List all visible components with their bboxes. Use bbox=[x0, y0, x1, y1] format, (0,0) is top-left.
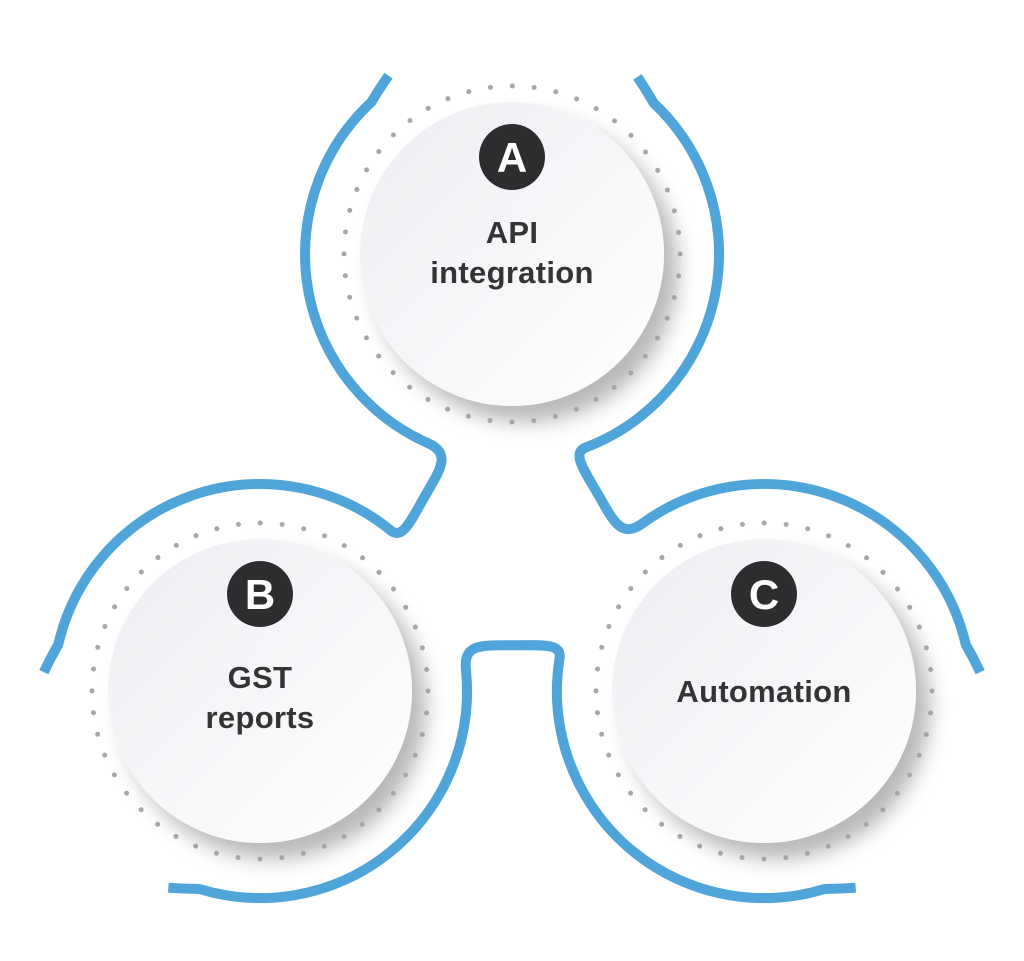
letter-badge bbox=[479, 124, 545, 190]
node-disc bbox=[108, 539, 412, 843]
node-disc bbox=[360, 102, 664, 406]
dotted-ring bbox=[89, 520, 431, 862]
node-label-line1: Automation bbox=[676, 674, 851, 709]
node-api-integration: A API integration bbox=[341, 83, 683, 425]
ribbon-strand-a-to-b bbox=[39, 72, 447, 675]
node-label-line2: integration bbox=[430, 255, 593, 290]
badge-letter: B bbox=[245, 571, 275, 618]
dotted-ring bbox=[341, 83, 683, 425]
letter-badge bbox=[731, 561, 797, 627]
ribbon bbox=[39, 72, 985, 904]
node-label-line1: API bbox=[486, 215, 539, 250]
node-label-line1: GST bbox=[228, 660, 293, 695]
node-disc bbox=[612, 539, 916, 843]
node-automation: C Automation bbox=[593, 520, 935, 862]
dotted-ring bbox=[593, 520, 935, 862]
badge-letter: C bbox=[749, 571, 779, 618]
ribbon-strand-b-to-c bbox=[167, 640, 857, 904]
badge-letter: A bbox=[497, 134, 527, 181]
node-label-line2: reports bbox=[206, 700, 315, 735]
ribbon-strand-c-to-a bbox=[574, 74, 985, 675]
node-gst-reports: B GST reports bbox=[89, 520, 431, 862]
letter-badge bbox=[227, 561, 293, 627]
